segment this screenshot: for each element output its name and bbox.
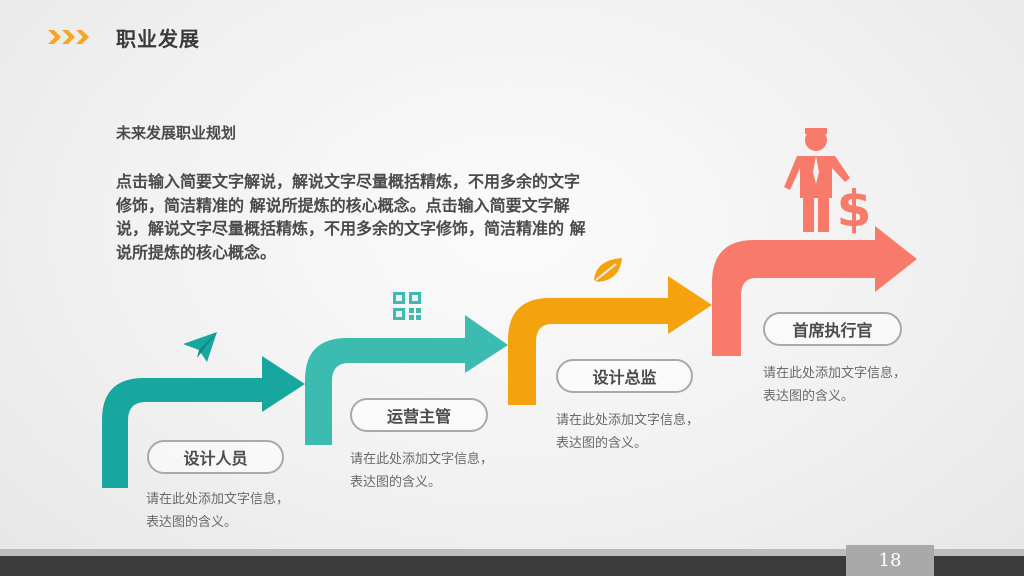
step-4-description: 请在此处添加文字信息，表达图的含义。 [763,366,907,404]
step-1-description: 请在此处添加文字信息，表达图的含义。 [146,492,290,530]
step-3-description: 请在此处添加文字信息，表达图的含义。 [556,413,700,451]
header: 职业发展 [48,22,200,52]
step-4-label: 首席执行官 [763,312,902,346]
step-3-arrow [508,276,712,405]
step-4-arrow [712,226,917,356]
paper-plane-icon [183,332,217,362]
qr-code-icon [393,292,421,320]
page-title: 职业发展 [116,26,200,51]
footer-divider [0,549,1024,556]
triple-chevron-icon [48,30,89,44]
leaf-icon [594,258,622,282]
page-number: 18 [846,545,934,576]
step-1-arrow [102,356,305,488]
step-1-label: 设计人员 [147,440,284,474]
step-3-label: 设计总监 [556,359,693,393]
intro-body: 点击输入简要文字解说，解说文字尽量概括精炼，不用多余的文字修饰，简洁精准的 解说… [116,172,586,262]
svg-text:$: $ [837,180,872,238]
businessman-dollar-icon: $ [784,128,871,238]
step-2-arrow [305,315,508,445]
footer-bar [0,556,1024,576]
intro-heading: 未来发展职业规划 [116,124,237,142]
step-2-description: 请在此处添加文字信息，表达图的含义。 [350,452,494,490]
step-2-label: 运营主管 [350,398,488,432]
